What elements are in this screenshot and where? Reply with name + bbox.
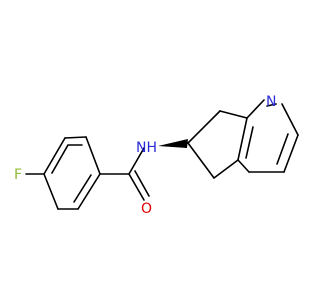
- aromatic-inner-bond-1: [51, 144, 69, 174]
- bond-cp-3: [213, 159, 239, 179]
- pyridine-inner-bond-3: [266, 103, 277, 107]
- bond-py-1: [237, 117, 248, 161]
- fluorophenyl-ring: [43, 136, 101, 210]
- bond-c3-c4: [85, 136, 101, 175]
- pyridine-inner-bond-2: [276, 133, 289, 165]
- bond-cp-1: [187, 110, 221, 144]
- pyridine-ring: [237, 99, 299, 173]
- bond-c6-c1: [43, 173, 59, 210]
- bond-c-o-double-b: [134, 170, 150, 197]
- cyclopentane-ring: [187, 110, 248, 179]
- bond-py-2: [246, 99, 265, 119]
- bond-py-4: [283, 134, 299, 173]
- pyridine-inner-bond-1: [245, 126, 254, 159]
- bond-c1-c2: [43, 137, 66, 175]
- atom-label-carbonyl-oxygen: O: [141, 201, 152, 217]
- atom-label-pyridine-nitrogen: N: [266, 94, 276, 110]
- aromatic-inner-bond-2: [73, 174, 92, 203]
- bond-c2-c3: [64, 136, 87, 139]
- bond-c-o-double-a: [128, 173, 145, 201]
- bond-cp-2: [187, 142, 215, 179]
- molecule-structure-canvas: F NH O N: [14, 94, 299, 217]
- bond-c-n: [128, 147, 145, 175]
- bond-py-3: [281, 103, 299, 136]
- atom-label-amide-nh: NH: [136, 140, 157, 156]
- amide-group: [99, 147, 150, 201]
- bond-c4-c5: [77, 173, 101, 210]
- bond-cp-4: [219, 110, 248, 119]
- atom-label-fluorine: F: [14, 167, 22, 183]
- wedge-bond-stereocenter: [158, 139, 188, 148]
- bond-py-6: [237, 159, 250, 173]
